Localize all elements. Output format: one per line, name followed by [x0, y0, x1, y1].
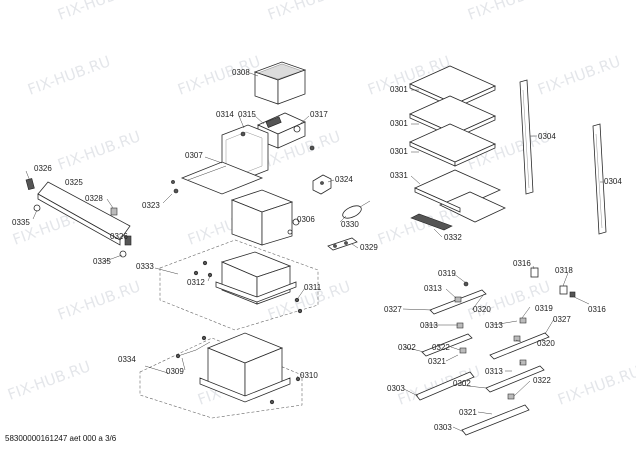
part-0303-rail-right — [461, 393, 530, 436]
part-number-label: 0311 — [304, 283, 322, 292]
part-number-label: 0313 — [485, 321, 503, 330]
watermark-text: FIX-HUB.RU — [535, 52, 623, 99]
part-number-label: 0309 — [166, 367, 184, 376]
watermark-text: FIX-HUB.RU — [55, 0, 143, 24]
part-number-label: 0316 — [588, 305, 606, 314]
part-number-label: 0335 — [93, 257, 111, 266]
part-number-label: 0335 — [12, 218, 30, 227]
part-number-label: 0302 — [453, 379, 471, 388]
part-number-label: 0301 — [390, 147, 408, 156]
part-number-label: 0312 — [187, 278, 205, 287]
watermark-text: FIX-HUB.RU — [25, 52, 113, 99]
part-0302-rail-left — [421, 333, 473, 357]
part-0316-brackets — [530, 267, 576, 298]
part-number-label: 0302 — [398, 343, 416, 352]
part-number-label: 0321 — [459, 408, 477, 417]
part-number-label: 0303 — [434, 423, 452, 432]
part-number-label: 0325 — [65, 178, 83, 187]
part-number-label: 0304 — [538, 132, 556, 141]
part-number-label: 0333 — [136, 262, 154, 271]
watermark-text: FIX-HUB.RU — [465, 0, 553, 24]
part-0332-strip — [410, 213, 453, 231]
part-number-label: 0306 — [297, 215, 315, 224]
part-0306-drawer — [230, 189, 300, 246]
part-number-label: 0301 — [390, 119, 408, 128]
part-0304-rail-a — [519, 79, 534, 195]
part-0302-rail-right — [485, 359, 545, 393]
part-number-label: 0319 — [535, 304, 553, 313]
part-number-label: 0317 — [310, 110, 328, 119]
part-0324-bracket — [312, 174, 332, 195]
part-0301-shelf-3 — [409, 123, 496, 167]
part-0333-basket — [159, 239, 319, 331]
part-0304-rail-b — [592, 123, 607, 235]
part-number-label: 0324 — [335, 175, 353, 184]
part-0330-scoop — [342, 200, 371, 219]
part-number-label: 0329 — [360, 243, 378, 252]
part-number-label: 0313 — [485, 367, 503, 376]
watermark-text: FIX-HUB.RU — [555, 362, 636, 409]
part-number-label: 0301 — [390, 85, 408, 94]
part-0315-fan-unit — [257, 112, 315, 151]
part-number-label: 0334 — [118, 355, 136, 364]
part-0327-rail-upper — [429, 281, 487, 329]
part-0329-slide — [327, 237, 358, 251]
part-number-label: 0322 — [432, 343, 450, 352]
part-0331-shelf — [414, 169, 506, 223]
part-number-label: 0307 — [185, 151, 203, 160]
part-number-label: 0332 — [444, 233, 462, 242]
part-number-label: 0313 — [420, 321, 438, 330]
part-number-label: 0330 — [341, 220, 359, 229]
part-0303-rail-left — [415, 371, 475, 401]
part-number-label: 0323 — [142, 201, 160, 210]
part-number-label: 0303 — [387, 384, 405, 393]
part-number-label: 0314 — [216, 110, 234, 119]
part-0308-box — [253, 61, 307, 105]
part-number-label: 0327 — [384, 305, 402, 314]
part-number-label: 0313 — [424, 284, 442, 293]
part-number-label: 0310 — [300, 371, 318, 380]
part-0334-basket — [139, 332, 303, 419]
part-number-label: 0326 — [34, 164, 52, 173]
watermark-text: FIX-HUB.RU — [55, 127, 143, 174]
part-labels: 0308 0314 0315 0317 0307 0324 0323 0306 … — [12, 68, 622, 432]
part-number-label: 0308 — [232, 68, 250, 77]
part-number-label: 0328 — [85, 194, 103, 203]
part-number-label: 0316 — [513, 259, 531, 268]
part-number-label: 0315 — [238, 110, 256, 119]
document-reference: 58300000161247 aet 000 a 3/6 — [5, 434, 117, 443]
part-number-label: 0331 — [390, 171, 408, 180]
watermark-text: FIX-HUB.RU — [465, 277, 553, 324]
part-0325-panel — [25, 178, 132, 258]
part-number-label: 0326 — [110, 232, 128, 241]
part-number-label: 0322 — [533, 376, 551, 385]
watermark-text: FIX-HUB.RU — [265, 0, 353, 24]
part-number-label: 0304 — [604, 177, 622, 186]
part-number-label: 0319 — [438, 269, 456, 278]
watermark-text: FIX-HUB.RU — [55, 277, 143, 324]
part-0327-rail-right — [489, 317, 550, 360]
watermark-text: FIX-HUB.RU — [5, 357, 93, 404]
part-number-label: 0327 — [553, 315, 571, 324]
part-number-label: 0320 — [473, 305, 491, 314]
part-0314-frame — [171, 124, 269, 195]
leader-lines — [25, 72, 603, 433]
part-number-label: 0318 — [555, 266, 573, 275]
part-number-label: 0320 — [537, 339, 555, 348]
part-number-label: 0321 — [428, 357, 446, 366]
